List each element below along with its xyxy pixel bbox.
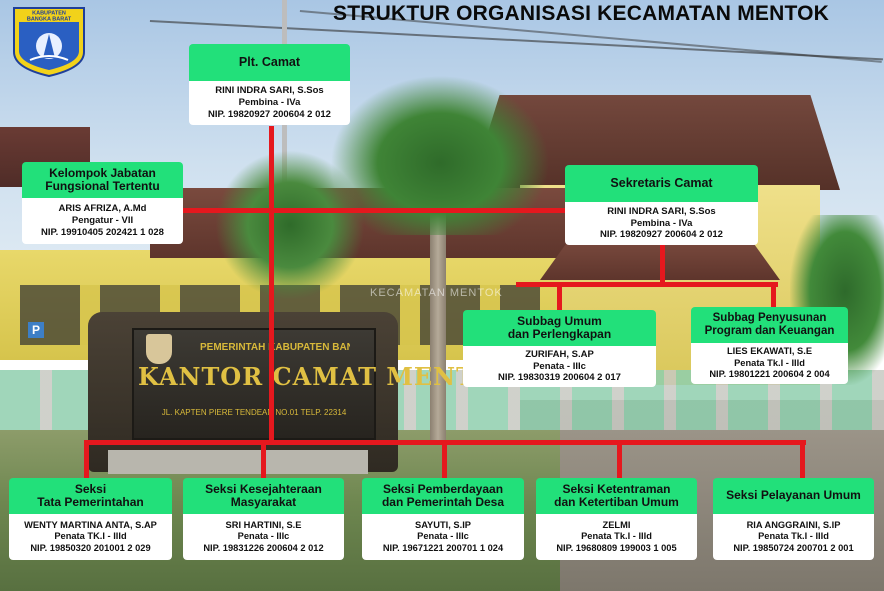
person-name: LIES EKAWATI, S.E <box>726 346 813 357</box>
person-name: SAYUTI, S.IP <box>415 519 471 530</box>
plaque-main-text: KANTOR CAMAT MENTOK <box>138 362 519 391</box>
person-rank: Penata - IIIc <box>533 360 586 372</box>
person-rank: Pengatur - VII <box>71 215 134 227</box>
connector-line <box>516 282 778 287</box>
box-body: WENTY MARTINA ANTA, S.AP Penata TK.I - I… <box>9 514 172 560</box>
person-rank: Penata Tk.I - IIId <box>581 531 652 542</box>
logo-line1: KABUPATEN <box>32 11 66 17</box>
person-nip: NIP. 19850724 200701 2 001 <box>733 542 854 553</box>
box-header: Subbag Penyusunan Program dan Keuangan <box>691 307 848 343</box>
box-body: LIES EKAWATI, S.E Penata Tk.I - IIId NIP… <box>691 343 848 384</box>
plaque-address-text: JL. KAPTEN PIERE TENDEAN NO.01 TELP. 223… <box>161 408 347 417</box>
header-line1: Subbag Penyusunan <box>712 312 827 325</box>
connector-line <box>84 442 89 478</box>
person-name: SRI HARTINI, S.E <box>225 519 302 530</box>
person-rank: Pembina - IVa <box>238 97 301 109</box>
header-line1: Seksi Kesejahteraan <box>205 481 322 496</box>
connector-line <box>442 442 447 478</box>
header-line2: dan Ketertiban Umum <box>554 495 679 509</box>
bangka-barat-logo-icon: KABUPATEN BANGKA BARAT <box>13 7 85 78</box>
page-title: STRUKTUR ORGANISASI KECAMATAN MENTOK <box>333 2 830 25</box>
org-box-subbag-umum: Subbag Umum dan Perlengkapan ZURIFAH, S.… <box>463 310 656 387</box>
parking-sign: P <box>28 322 44 338</box>
org-box-fungsional: Kelompok Jabatan Fungsional Tertentu ARI… <box>22 162 183 244</box>
connector-line <box>182 208 566 213</box>
org-box-seksi-kesejahteraan: Seksi Kesejahteraan Masyarakat SRI HARTI… <box>183 478 344 560</box>
person-nip: NIP. 19910405 202421 1 028 <box>41 226 164 238</box>
box-body: SRI HARTINI, S.E Penata - IIIc NIP. 1983… <box>183 514 344 560</box>
box-header: Seksi Kesejahteraan Masyarakat <box>183 478 344 514</box>
header-line1: Seksi Ketentraman <box>562 481 671 496</box>
header-line1: Seksi <box>74 481 107 496</box>
box-header: Seksi Pemberdayaan dan Pemerintah Desa <box>362 478 524 514</box>
emblem-icon <box>146 334 172 364</box>
box-body: ARIS AFRIZA, A.Md Pengatur - VII NIP. 19… <box>22 198 183 244</box>
person-nip: NIP. 19850320 201001 2 029 <box>30 542 151 553</box>
connector-line <box>800 442 805 478</box>
header-line2: dan Pemerintah Desa <box>381 495 505 509</box>
person-name: ZELMI <box>602 519 631 530</box>
org-box-sekretaris: Sekretaris Camat RINI INDRA SARI, S.Sos … <box>565 165 758 245</box>
person-nip: NIP. 19820927 200604 2 012 <box>600 229 723 241</box>
header-line1: Subbag Umum <box>517 313 602 328</box>
person-rank: Penata TK.I - IIId <box>54 531 127 542</box>
person-nip: NIP. 19820927 200604 2 012 <box>208 108 331 120</box>
person-name: RIA ANGGRAINI, S.IP <box>746 519 841 530</box>
header-line2: Masyarakat <box>230 495 297 509</box>
person-rank: Pembina - IVa <box>630 217 693 229</box>
person-nip: NIP. 19830319 200604 2 017 <box>498 372 621 384</box>
person-rank: Penata Tk.I - IIId <box>758 531 829 542</box>
monument-plaque <box>132 328 376 440</box>
box-header: Sekretaris Camat <box>565 165 758 202</box>
org-box-seksi-pelayanan: Seksi Pelayanan Umum RIA ANGGRAINI, S.IP… <box>713 478 874 560</box>
person-rank: Penata - IIIc <box>237 531 290 542</box>
person-name: RINI INDRA SARI, S.Sos <box>607 205 716 217</box>
connector-line <box>269 126 274 444</box>
person-nip: NIP. 19671221 200701 1 024 <box>382 542 504 553</box>
person-nip: NIP. 19831226 200604 2 012 <box>203 542 324 553</box>
box-body: ZURIFAH, S.AP Penata - IIIc NIP. 1983031… <box>463 346 656 387</box>
plaque-top-text: PEMERINTAH KABUPATEN BANGKA BARAT <box>200 342 350 353</box>
person-name: RINI INDRA SARI, S.Sos <box>215 85 324 97</box>
org-box-seksi-pemberdayaan: Seksi Pemberdayaan dan Pemerintah Desa S… <box>362 478 524 560</box>
box-header: Subbag Umum dan Perlengkapan <box>463 310 656 346</box>
header-line2: Tata Pemerintahan <box>37 495 144 509</box>
box-body: RINI INDRA SARI, S.Sos Pembina - IVa NIP… <box>565 202 758 245</box>
person-nip: NIP. 19680809 199003 1 005 <box>556 542 677 553</box>
box-header: Kelompok Jabatan Fungsional Tertentu <box>22 162 183 198</box>
person-rank: Penata - IIIc <box>417 531 469 542</box>
person-name: WENTY MARTINA ANTA, S.AP <box>24 519 157 530</box>
logo-line2: BANGKA BARAT <box>27 17 72 23</box>
connector-line <box>660 245 665 285</box>
monument-base <box>108 450 368 474</box>
person-name: ARIS AFRIZA, A.Md <box>58 203 147 215</box>
org-box-camat: Plt. Camat RINI INDRA SARI, S.Sos Pembin… <box>189 44 350 125</box>
connector-line <box>771 284 776 308</box>
header-line2: dan Perlengkapan <box>507 327 612 341</box>
box-header: Plt. Camat <box>189 44 350 81</box>
person-rank: Penata Tk.I - IIId <box>734 357 805 368</box>
box-header: Seksi Pelayanan Umum <box>713 478 874 514</box>
person-name: ZURIFAH, S.AP <box>525 348 594 360</box>
box-body: RIA ANGGRAINI, S.IP Penata Tk.I - IIId N… <box>713 514 874 560</box>
header-line2: Fungsional Tertentu <box>45 179 160 193</box>
connector-line <box>617 442 622 478</box>
header-line1: Kelompok Jabatan <box>49 165 156 180</box>
person-nip: NIP. 19801221 200604 2 004 <box>709 369 830 380</box>
connector-line <box>557 284 562 310</box>
box-body: RINI INDRA SARI, S.Sos Pembina - IVa NIP… <box>189 81 350 125</box>
box-header: Seksi Tata Pemerintahan <box>9 478 172 514</box>
org-box-seksi-ketentraman: Seksi Ketentraman dan Ketertiban Umum ZE… <box>536 478 697 560</box>
header-line1: Seksi Pemberdayaan <box>382 481 504 496</box>
watermark: KECAMATAN MENTOK <box>370 287 503 299</box>
connector-line <box>261 442 266 478</box>
box-body: ZELMI Penata Tk.I - IIId NIP. 19680809 1… <box>536 514 697 560</box>
org-box-seksi-pemerintahan: Seksi Tata Pemerintahan WENTY MARTINA AN… <box>9 478 172 560</box>
header-line2: Program dan Keuangan <box>704 325 835 337</box>
box-header: Seksi Ketentraman dan Ketertiban Umum <box>536 478 697 514</box>
org-box-subbag-program: Subbag Penyusunan Program dan Keuangan L… <box>691 307 848 384</box>
box-body: SAYUTI, S.IP Penata - IIIc NIP. 19671221… <box>362 514 524 560</box>
